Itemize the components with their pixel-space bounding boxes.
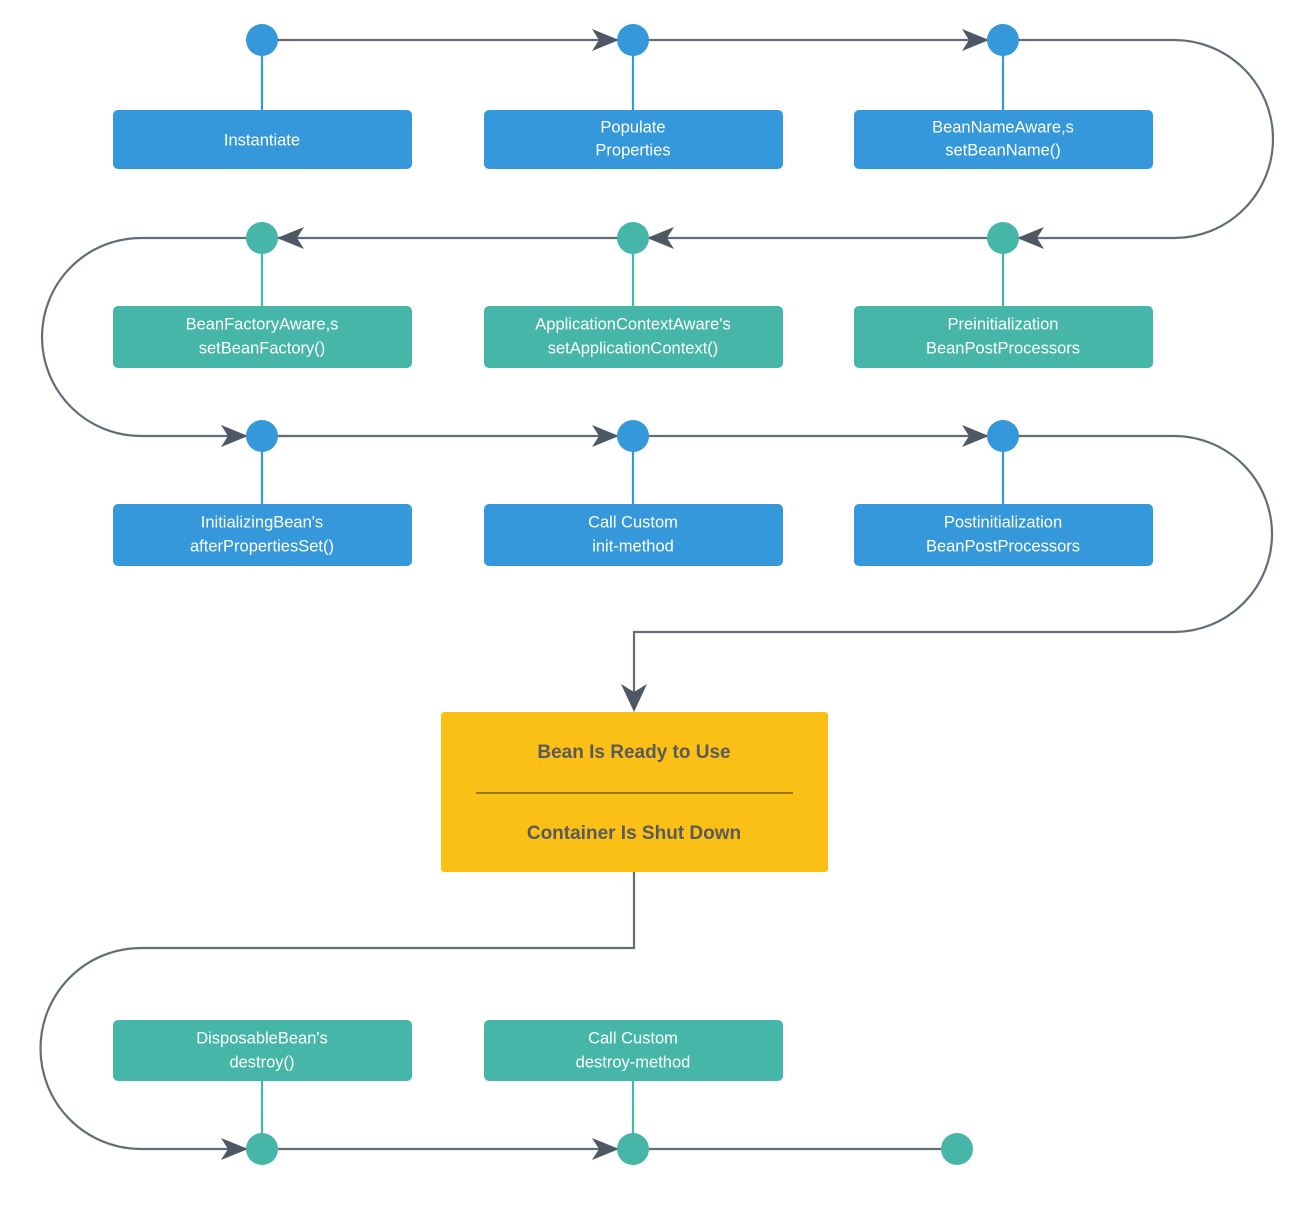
node-box-call-custom-destroy-method[interactable]: Call Custom destroy-method <box>484 1020 783 1081</box>
arrowhead-layer <box>221 29 1044 1160</box>
node-circle-bean-factory-aware[interactable] <box>246 222 278 254</box>
box-label-postinitialization-line1: Postinitialization <box>944 513 1062 531</box>
arrowhead-down-ready-box <box>621 684 647 712</box>
box-label-initializing-bean-line2: afterPropertiesSet() <box>190 537 334 555</box>
node-circle-layer <box>246 24 1019 1165</box>
row-4-group: DisposableBean's destroy() Call Custom d… <box>113 1020 783 1081</box>
row-2-group: BeanFactoryAware,s setBeanFactory() Appl… <box>113 306 1153 368</box>
box-label-call-custom-init-line1: Call Custom <box>588 513 678 531</box>
node-circle-instantiate[interactable] <box>246 24 278 56</box>
node-circle-bean-name-aware[interactable] <box>987 24 1019 56</box>
box-label-call-custom-destroy-line1: Call Custom <box>588 1029 678 1047</box>
arrowhead-right-row3-b <box>592 425 619 447</box>
box-label-disposable-bean-line1: DisposableBean's <box>196 1029 328 1047</box>
box-label-application-context-aware-line1: ApplicationContextAware's <box>535 315 730 333</box>
connector-right-loop-top <box>1003 38 1275 240</box>
node-box-instantiate[interactable]: Instantiate <box>113 110 412 169</box>
arrowhead-left-row2-a <box>1017 227 1044 249</box>
node-box-postinitialization[interactable]: Postinitialization BeanPostProcessors <box>854 504 1153 566</box>
bean-ready-box[interactable]: Bean Is Ready to Use Container Is Shut D… <box>441 712 828 872</box>
arrowhead-right-row4-b <box>592 1138 619 1160</box>
node-circle-postinitialization[interactable] <box>987 420 1019 452</box>
node-box-bean-factory-aware[interactable]: BeanFactoryAware,s setBeanFactory() <box>113 306 412 368</box>
node-box-populate-properties[interactable]: Populate Properties <box>484 110 783 169</box>
box-rect-bean-factory-aware[interactable] <box>113 306 412 368</box>
arrowhead-right-row1-b <box>962 29 989 51</box>
box-label-preinitialization-line2: BeanPostProcessors <box>926 339 1080 357</box>
arrowhead-left-row2-b <box>647 227 674 249</box>
box-label-bean-factory-aware-line1: BeanFactoryAware,s <box>186 315 339 333</box>
node-box-application-context-aware[interactable]: ApplicationContextAware's setApplication… <box>484 306 783 368</box>
node-box-initializing-bean[interactable]: InitializingBean's afterPropertiesSet() <box>113 504 412 566</box>
node-circle-preinitialization[interactable] <box>987 222 1019 254</box>
node-circle-populate-properties[interactable] <box>617 24 649 56</box>
box-rect-application-context-aware[interactable] <box>484 306 783 368</box>
box-label-bean-name-aware-line1: BeanNameAware,s <box>932 118 1074 136</box>
node-box-preinitialization[interactable]: Preinitialization BeanPostProcessors <box>854 306 1153 368</box>
ready-box-label-bottom: Container Is Shut Down <box>527 823 741 844</box>
connector-right-loop-bottom <box>632 434 1274 705</box>
box-label-disposable-bean-line2: destroy() <box>229 1053 294 1071</box>
box-rect-instantiate[interactable] <box>113 110 412 169</box>
box-label-preinitialization-line1: Preinitialization <box>948 315 1059 333</box>
node-circle-initializing-bean[interactable] <box>246 420 278 452</box>
connector-left-loop <box>40 236 262 438</box>
connector-ready-to-destroy <box>39 872 636 1151</box>
box-rect-populate-properties[interactable] <box>484 110 783 169</box>
node-circle-application-context-aware[interactable] <box>617 222 649 254</box>
box-label-bean-factory-aware-line2: setBeanFactory() <box>199 339 326 357</box>
row-3-group: InitializingBean's afterPropertiesSet() … <box>113 504 1153 566</box>
box-rect-call-custom-init-method[interactable] <box>484 504 783 566</box>
box-rect-initializing-bean[interactable] <box>113 504 412 566</box>
node-box-call-custom-init-method[interactable]: Call Custom init-method <box>484 504 783 566</box>
box-rect-bean-name-aware[interactable] <box>854 110 1153 169</box>
ready-box-label-top: Bean Is Ready to Use <box>537 742 730 763</box>
arrowhead-left-row2-c <box>277 227 304 249</box>
node-circle-call-custom-destroy-method[interactable] <box>617 1133 649 1165</box>
node-box-bean-name-aware[interactable]: BeanNameAware,s setBeanName() <box>854 110 1153 169</box>
arrowhead-right-row3-c <box>962 425 989 447</box>
box-label-instantiate: Instantiate <box>224 131 300 149</box>
box-label-call-custom-destroy-line2: destroy-method <box>576 1053 691 1071</box>
node-circle-lifecycle-end[interactable] <box>941 1133 973 1165</box>
box-rect-postinitialization[interactable] <box>854 504 1153 566</box>
box-label-application-context-aware-line2: setApplicationContext() <box>548 339 719 357</box>
arrowhead-right-row1-a <box>592 29 619 51</box>
box-label-bean-name-aware-line2: setBeanName() <box>945 141 1061 159</box>
box-label-postinitialization-line2: BeanPostProcessors <box>926 537 1080 555</box>
arrowhead-right-row3-a <box>221 425 248 447</box>
node-circle-disposable-bean-destroy[interactable] <box>246 1133 278 1165</box>
box-label-initializing-bean-line1: InitializingBean's <box>201 513 323 531</box>
stem-layer <box>260 40 1005 1149</box>
node-circle-call-custom-init-method[interactable] <box>617 420 649 452</box>
connector-layer <box>39 38 1275 1151</box>
box-rect-disposable-bean-destroy[interactable] <box>113 1020 412 1081</box>
node-box-disposable-bean-destroy[interactable]: DisposableBean's destroy() <box>113 1020 412 1081</box>
box-rect-preinitialization[interactable] <box>854 306 1153 368</box>
row-1-group: Instantiate Populate Properties BeanName… <box>113 110 1153 169</box>
box-rect-call-custom-destroy-method[interactable] <box>484 1020 783 1081</box>
arrowhead-right-row4-a <box>221 1138 248 1160</box>
box-label-populate-properties-line1: Populate <box>600 118 665 136</box>
box-label-populate-properties-line2: Properties <box>595 141 670 159</box>
box-label-call-custom-init-line2: init-method <box>592 537 674 555</box>
